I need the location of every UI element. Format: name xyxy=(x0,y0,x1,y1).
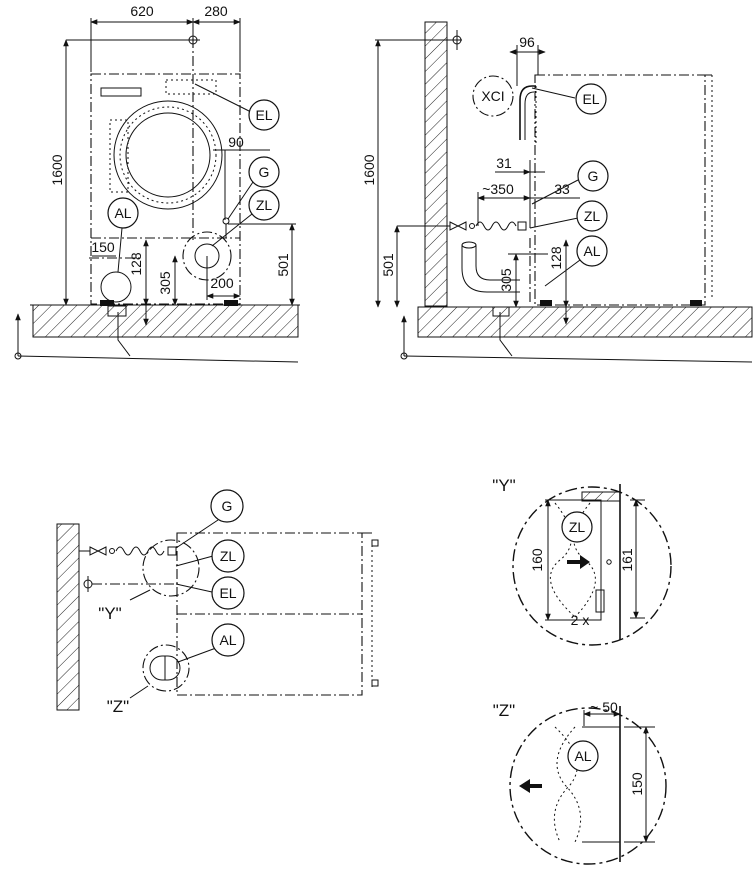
front-dim-total-h: 501 xyxy=(275,253,291,277)
side-label-zl: ZL xyxy=(584,208,601,224)
side-label-al: AL xyxy=(583,243,600,259)
top-label-zl: ZL xyxy=(220,548,237,564)
side-view: 1600 96 XCI EL 31 ~350 33 G xyxy=(361,21,753,363)
top-view-y: "Y" xyxy=(98,604,121,623)
side-dim-305: 305 xyxy=(498,268,514,292)
side-machine-body xyxy=(534,74,706,306)
detail-z-dim-150: 150 xyxy=(629,772,645,796)
detail-z: "Z" ~ 50 AL 150 xyxy=(493,699,667,865)
side-label-el: EL xyxy=(582,91,599,107)
side-dim-501: 501 xyxy=(380,253,396,277)
top-view-z: "Z" xyxy=(107,697,129,716)
front-dim-al-x: 150 xyxy=(91,239,115,255)
front-machine-body xyxy=(90,73,241,305)
top-view: "Y" "Z" G ZL EL AL xyxy=(56,489,379,716)
detail-z-label-al: AL xyxy=(574,748,591,764)
side-wall-hatch xyxy=(424,21,448,307)
front-dim-g-offset: 90 xyxy=(228,134,244,150)
front-door xyxy=(113,100,223,210)
side-label-xci: XCI xyxy=(481,88,504,104)
top-label-el: EL xyxy=(219,585,236,601)
top-label-g: G xyxy=(222,498,233,514)
top-wall-hatch xyxy=(56,523,80,711)
front-dim-zl-h: 305 xyxy=(157,271,173,295)
side-dim-33: 33 xyxy=(554,181,570,197)
detail-z-title: "Z" xyxy=(493,701,515,720)
top-label-al: AL xyxy=(219,632,236,648)
side-label-g: G xyxy=(588,168,599,184)
side-dim-96: 96 xyxy=(519,34,535,50)
front-view: 620 280 1600 90 501 150 128 305 200 xyxy=(14,3,300,363)
detail-y-title: "Y" xyxy=(492,476,515,495)
front-dim-al-h: 128 xyxy=(128,252,144,276)
side-floor-hatch xyxy=(417,306,753,338)
side-dim-height: 1600 xyxy=(361,154,377,185)
front-dim-offset-top: 280 xyxy=(204,3,228,19)
front-dim-height: 1600 xyxy=(49,154,65,185)
detail-y-label-zl: ZL xyxy=(569,519,586,535)
side-dim-128: 128 xyxy=(548,246,564,270)
side-dim-31: 31 xyxy=(496,155,512,171)
front-dim-zl-x: 200 xyxy=(210,275,234,291)
detail-z-dim-50: ~ 50 xyxy=(590,699,618,715)
front-floor-hatch xyxy=(32,304,299,338)
detail-y: "Y" ZL 160 161 2 x xyxy=(492,476,672,646)
side-dim-350: ~350 xyxy=(482,181,514,197)
front-label-g: G xyxy=(259,164,270,180)
detail-y-dim-160: 160 xyxy=(529,548,545,572)
detail-y-count: 2 x xyxy=(571,612,590,628)
front-label-zl: ZL xyxy=(256,197,273,213)
front-label-el: EL xyxy=(255,107,272,123)
front-dim-width-top: 620 xyxy=(130,3,154,19)
detail-y-dim-161: 161 xyxy=(619,548,635,572)
front-label-al: AL xyxy=(114,205,131,221)
